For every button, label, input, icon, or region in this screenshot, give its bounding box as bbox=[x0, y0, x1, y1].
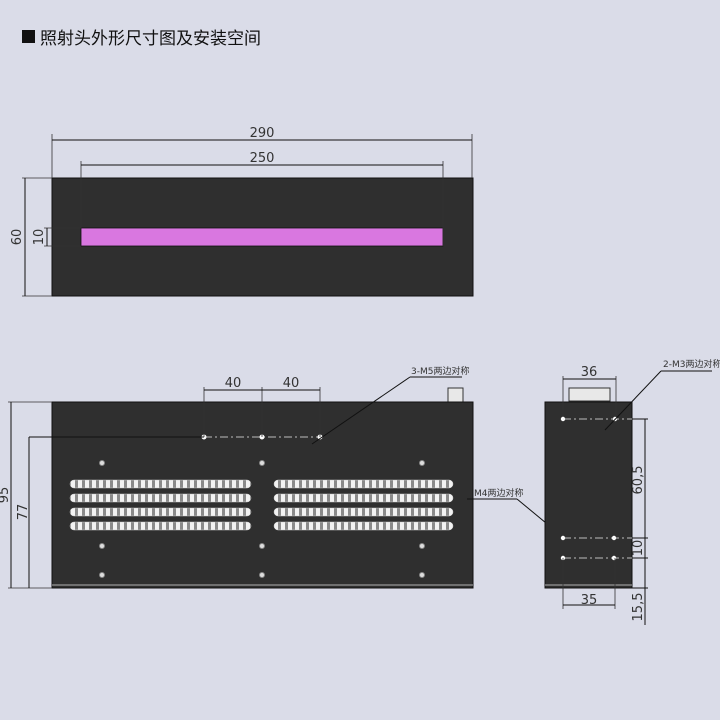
dim-95: 95 bbox=[0, 487, 12, 504]
connector bbox=[447, 387, 464, 403]
top-view: 290 250 60 10 bbox=[10, 126, 474, 297]
vent-grille-right bbox=[273, 479, 454, 531]
callout-m4: M4两边对称 bbox=[474, 487, 524, 499]
dim-77: 77 bbox=[16, 504, 31, 521]
front-view: 40 40 95 77 3-M5两边对称 M4两边对称 bbox=[0, 365, 576, 589]
page-title: 照射头外形尺寸图及安装空间 bbox=[40, 29, 261, 49]
dim-10-top: 10 bbox=[32, 229, 47, 246]
dim-15-5: 15,5 bbox=[631, 593, 646, 622]
dim-290: 290 bbox=[250, 126, 275, 141]
callout-m3: 2-M3两边对称 bbox=[663, 358, 720, 370]
title-square-icon bbox=[22, 30, 35, 43]
side-view: 36 60,5 10 15,5 35 2-M3两边对称 bbox=[544, 358, 720, 625]
dim-40-left: 40 bbox=[225, 376, 242, 391]
dim-35: 35 bbox=[581, 593, 598, 608]
dim-36: 36 bbox=[581, 365, 598, 380]
dim-10-side: 10 bbox=[631, 540, 646, 557]
callout-m5: 3-M5两边对称 bbox=[411, 365, 469, 377]
dim-250: 250 bbox=[250, 151, 275, 166]
emitter-window bbox=[80, 227, 444, 247]
dim-60-5: 60,5 bbox=[631, 466, 646, 495]
side-view-body bbox=[544, 401, 633, 589]
side-connector bbox=[568, 387, 611, 402]
dim-60: 60 bbox=[10, 229, 25, 246]
dim-40-right: 40 bbox=[283, 376, 300, 391]
vent-grille-left bbox=[69, 479, 252, 531]
screw-holes bbox=[99, 460, 425, 578]
